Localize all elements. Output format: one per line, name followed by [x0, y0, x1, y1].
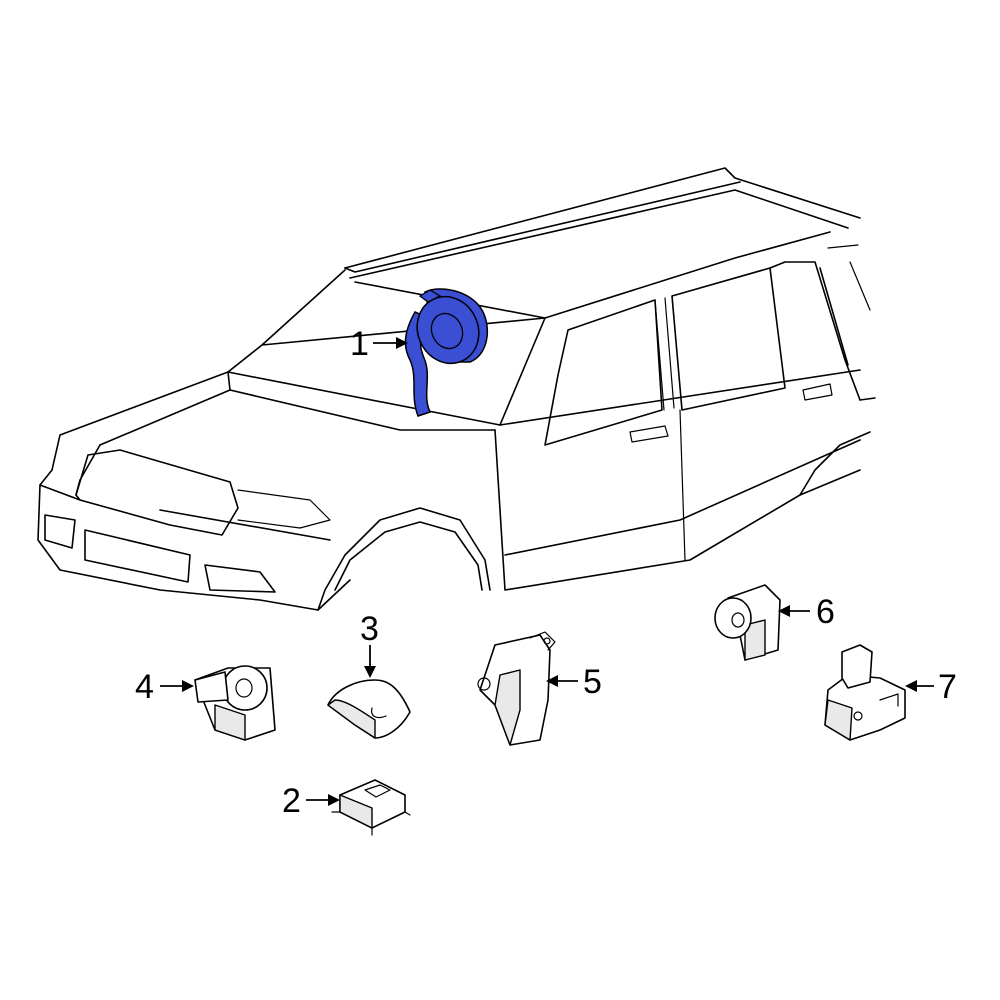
part-3-cover[interactable]: [327, 679, 411, 739]
part-1-ring-inner: [430, 312, 464, 350]
part-1-clockspring[interactable]: [404, 287, 489, 417]
callout-5[interactable]: 5: [546, 663, 602, 701]
callout-1-label: 1: [350, 325, 369, 363]
part-4-sensor[interactable]: [194, 665, 276, 741]
part-7-sensor[interactable]: [824, 644, 906, 741]
callout-3-label: 3: [360, 610, 379, 648]
callout-2-label: 2: [282, 782, 301, 820]
callout-4-label: 4: [135, 668, 154, 706]
callout-6[interactable]: 6: [778, 593, 835, 631]
vehicle-outline: [37, 167, 876, 611]
callout-5-label: 5: [583, 663, 602, 701]
callout-2[interactable]: 2: [282, 782, 340, 820]
callout-6-label: 6: [816, 593, 835, 631]
callout-7[interactable]: 7: [905, 668, 957, 706]
part-2-module[interactable]: [331, 779, 411, 836]
callout-4[interactable]: 4: [135, 668, 194, 706]
part-1-tab: [418, 289, 442, 303]
callout-1[interactable]: 1: [350, 325, 408, 363]
callout-3[interactable]: 3: [360, 610, 379, 678]
callout-7-label: 7: [938, 668, 957, 706]
part-5-sensor[interactable]: [477, 631, 556, 746]
part-6-sensor[interactable]: [714, 584, 781, 661]
